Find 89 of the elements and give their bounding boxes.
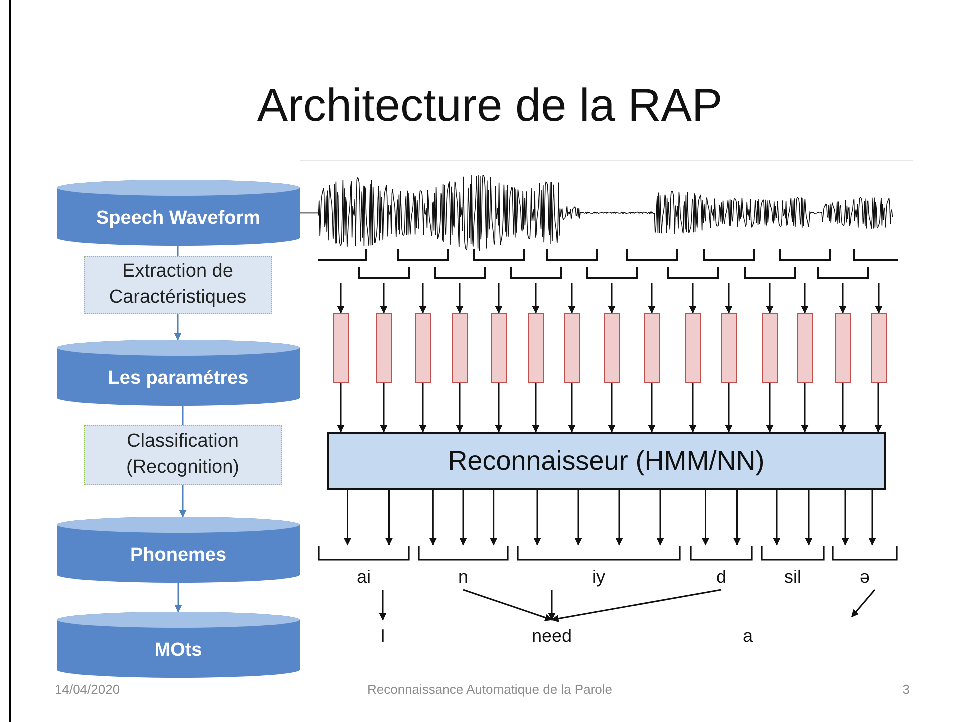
phoneme-label: sil xyxy=(784,566,802,589)
stage-cylinder: MOts xyxy=(57,612,300,678)
feature-vector-bar xyxy=(797,313,813,383)
word-label: need xyxy=(527,620,577,652)
arrow xyxy=(801,383,809,433)
arrow xyxy=(702,490,710,546)
feature-vector-bar xyxy=(564,313,580,383)
phoneme-label: ə xyxy=(860,566,870,589)
feature-vector-bar xyxy=(871,313,887,383)
arrow xyxy=(551,589,722,623)
arrow xyxy=(868,490,876,546)
arrow xyxy=(608,283,616,314)
arrow xyxy=(460,490,468,546)
arrow xyxy=(463,589,553,622)
arrow xyxy=(174,314,182,341)
phoneme-segment xyxy=(517,545,681,590)
stage-cylinder: Phonemes xyxy=(57,517,300,583)
arrow xyxy=(534,490,542,546)
feature-vector-bar xyxy=(835,313,851,383)
arrow xyxy=(656,490,664,546)
arrow xyxy=(495,383,503,433)
arrow xyxy=(490,490,498,546)
word-label: a xyxy=(735,620,761,652)
arrow xyxy=(174,583,182,613)
stage-cylinder: Speech Waveform xyxy=(57,180,300,246)
arrow xyxy=(568,283,576,314)
arrow xyxy=(456,383,464,433)
phoneme-label: iy xyxy=(592,566,606,589)
arrow xyxy=(608,383,616,433)
stage-cylinder: Les paramétres xyxy=(57,340,300,406)
arrow xyxy=(179,485,187,518)
arrow xyxy=(875,283,883,314)
arrow xyxy=(419,283,427,314)
phoneme-label: d xyxy=(716,566,726,589)
feature-vector-bar xyxy=(415,313,431,383)
arrow xyxy=(568,383,576,433)
arrow xyxy=(344,490,352,546)
arrow xyxy=(548,590,556,621)
arrow xyxy=(616,490,624,546)
arrow xyxy=(874,383,882,433)
arrow xyxy=(532,383,540,433)
arrow xyxy=(380,283,388,314)
arrow xyxy=(725,283,733,314)
arrow xyxy=(839,383,847,433)
arrow xyxy=(648,383,656,433)
footer-text: Reconnaissance Automatique de la Parole xyxy=(366,682,614,697)
feature-vector-bar xyxy=(452,313,468,383)
recognizer-box: Reconnaisseur (HMM/NN) xyxy=(327,432,886,490)
process-box: Classification (Recognition) xyxy=(84,425,282,485)
arrow xyxy=(648,283,656,314)
arrow xyxy=(419,383,427,433)
arrow xyxy=(851,590,876,618)
arrow xyxy=(689,283,697,314)
arrow xyxy=(379,590,387,621)
arrow xyxy=(337,383,345,433)
footer-date: 14/04/2020 xyxy=(55,682,122,697)
arrow xyxy=(495,283,503,314)
arrow xyxy=(532,283,540,314)
arrow xyxy=(805,490,813,546)
arrow xyxy=(725,383,733,433)
arrow xyxy=(766,283,774,314)
arrow xyxy=(839,283,847,314)
arrow xyxy=(801,283,809,314)
phoneme-label: n xyxy=(458,566,468,589)
feature-vector-bar xyxy=(644,313,660,383)
process-box: Extraction de Caractéristiques xyxy=(84,256,272,314)
arrow xyxy=(337,283,345,314)
feature-vector-bar xyxy=(376,313,392,383)
page-number: 3 xyxy=(902,682,910,697)
arrow xyxy=(574,490,582,546)
arrow xyxy=(429,490,437,546)
feature-vector-bar xyxy=(528,313,544,383)
arrow xyxy=(456,283,464,314)
arrow xyxy=(766,383,774,433)
feature-vector-bar xyxy=(762,313,778,383)
arrow xyxy=(734,490,741,546)
word-label: I xyxy=(370,620,396,652)
feature-vector-bar xyxy=(491,313,507,383)
arrow xyxy=(773,490,781,546)
feature-vector-bar xyxy=(604,313,620,383)
feature-vector-bar xyxy=(721,313,737,383)
slide-title: Architecture de la RAP xyxy=(256,78,724,133)
arrow xyxy=(842,490,850,546)
arrow xyxy=(380,383,388,433)
arrow xyxy=(386,490,393,546)
arrow xyxy=(689,383,697,433)
feature-vector-bar xyxy=(333,313,349,383)
phoneme-label: ai xyxy=(356,566,371,589)
feature-vector-bar xyxy=(685,313,701,383)
